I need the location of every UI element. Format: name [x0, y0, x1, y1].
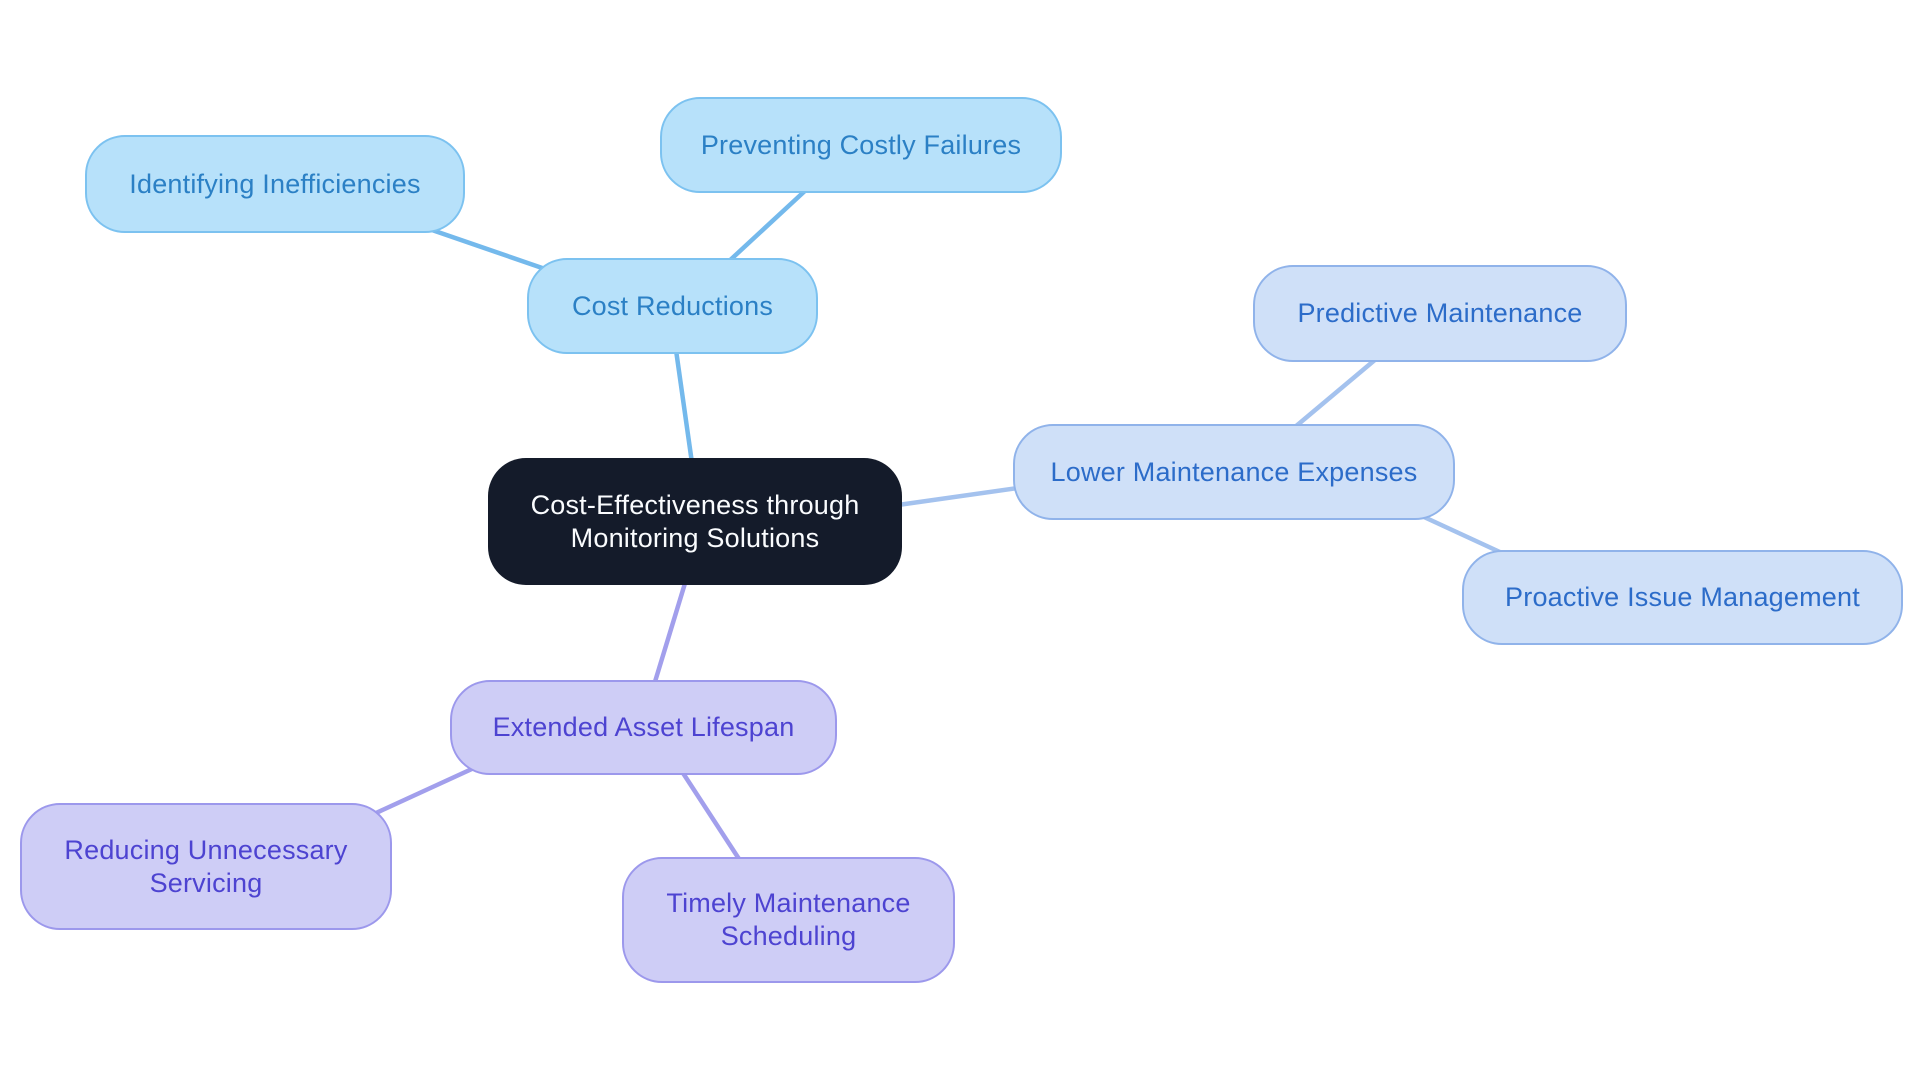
connector-identifying-inefficiencies-to-cost-reductions: [431, 227, 549, 273]
node-preventing-costly-failures[interactable]: Preventing Costly Failures: [660, 97, 1062, 193]
connector-preventing-costly-failures-to-cost-reductions: [725, 187, 809, 265]
connector-lower-maintenance-expenses-to-proactive-issue-management: [1423, 514, 1503, 556]
node-predictive-maintenance-label: Predictive Maintenance: [1297, 298, 1583, 329]
node-extended-asset-lifespan-label: Extended Asset Lifespan: [492, 712, 795, 743]
node-reducing-unnecessary-servicing[interactable]: Reducing Unnecessary Servicing: [20, 803, 392, 930]
node-cost-reductions-label: Cost Reductions: [571, 290, 774, 321]
connector-extended-asset-lifespan-to-reducing-unnecessary-servicing: [375, 765, 475, 816]
node-cost-reductions[interactable]: Cost Reductions: [527, 258, 818, 354]
connector-cost-reductions-to-root: [673, 349, 695, 464]
root-node[interactable]: Cost-Effectiveness through Monitoring So…: [488, 458, 902, 585]
node-predictive-maintenance[interactable]: Predictive Maintenance: [1253, 265, 1627, 362]
connector-extended-asset-lifespan-to-timely-maintenance-scheduling: [679, 768, 743, 864]
node-preventing-costly-failures-label: Preventing Costly Failures: [700, 129, 1022, 160]
node-extended-asset-lifespan[interactable]: Extended Asset Lifespan: [450, 680, 837, 775]
node-reducing-unnecessary-servicing-label: Reducing Unnecessary Servicing: [64, 834, 348, 898]
node-lower-maintenance-expenses[interactable]: Lower Maintenance Expenses: [1013, 424, 1455, 520]
node-proactive-issue-management[interactable]: Proactive Issue Management: [1462, 550, 1903, 645]
connector-root-to-extended-asset-lifespan: [651, 579, 689, 686]
node-lower-maintenance-expenses-label: Lower Maintenance Expenses: [1050, 456, 1418, 487]
node-proactive-issue-management-label: Proactive Issue Management: [1505, 582, 1860, 613]
node-timely-maintenance-scheduling[interactable]: Timely Maintenance Scheduling: [622, 857, 955, 983]
root-node-label: Cost-Effectiveness through Monitoring So…: [530, 489, 860, 553]
node-timely-maintenance-scheduling-label: Timely Maintenance Scheduling: [666, 888, 911, 951]
node-identifying-inefficiencies-label: Identifying Inefficiencies: [129, 168, 421, 199]
connector-root-to-lower-maintenance-expenses: [897, 485, 1019, 508]
node-identifying-inefficiencies[interactable]: Identifying Inefficiencies: [85, 135, 465, 233]
connector-predictive-maintenance-to-lower-maintenance-expenses: [1293, 357, 1378, 429]
